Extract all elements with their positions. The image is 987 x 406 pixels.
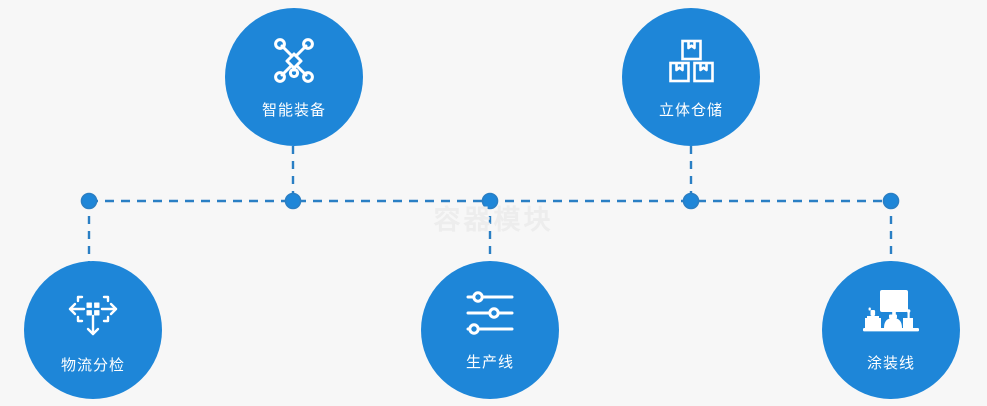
node-production-line[interactable]: 生产线 xyxy=(421,261,559,399)
node-label-painting-line: 涂装线 xyxy=(866,354,915,372)
node-label-production-line: 生产线 xyxy=(465,353,514,371)
stacked-boxes-icon xyxy=(665,35,717,87)
network-nodes-icon xyxy=(268,35,320,87)
watermark-text: 容器模块 xyxy=(433,205,554,235)
node-label-stereo-warehouse: 立体仓储 xyxy=(658,101,723,119)
node-painting-line[interactable]: 涂装线 xyxy=(822,261,960,399)
sliders-icon xyxy=(463,289,517,337)
paint-booth-icon xyxy=(861,288,921,338)
node-smart-equipment[interactable]: 智能装备 xyxy=(225,8,363,146)
node-label-logistics-sorting: 物流分检 xyxy=(60,356,125,374)
node-stereo-warehouse[interactable]: 立体仓储 xyxy=(622,8,760,146)
node-logistics-sorting[interactable]: 物流分检 xyxy=(24,261,162,399)
sorting-arrows-icon xyxy=(66,286,120,340)
node-label-smart-equipment: 智能装备 xyxy=(261,101,326,119)
